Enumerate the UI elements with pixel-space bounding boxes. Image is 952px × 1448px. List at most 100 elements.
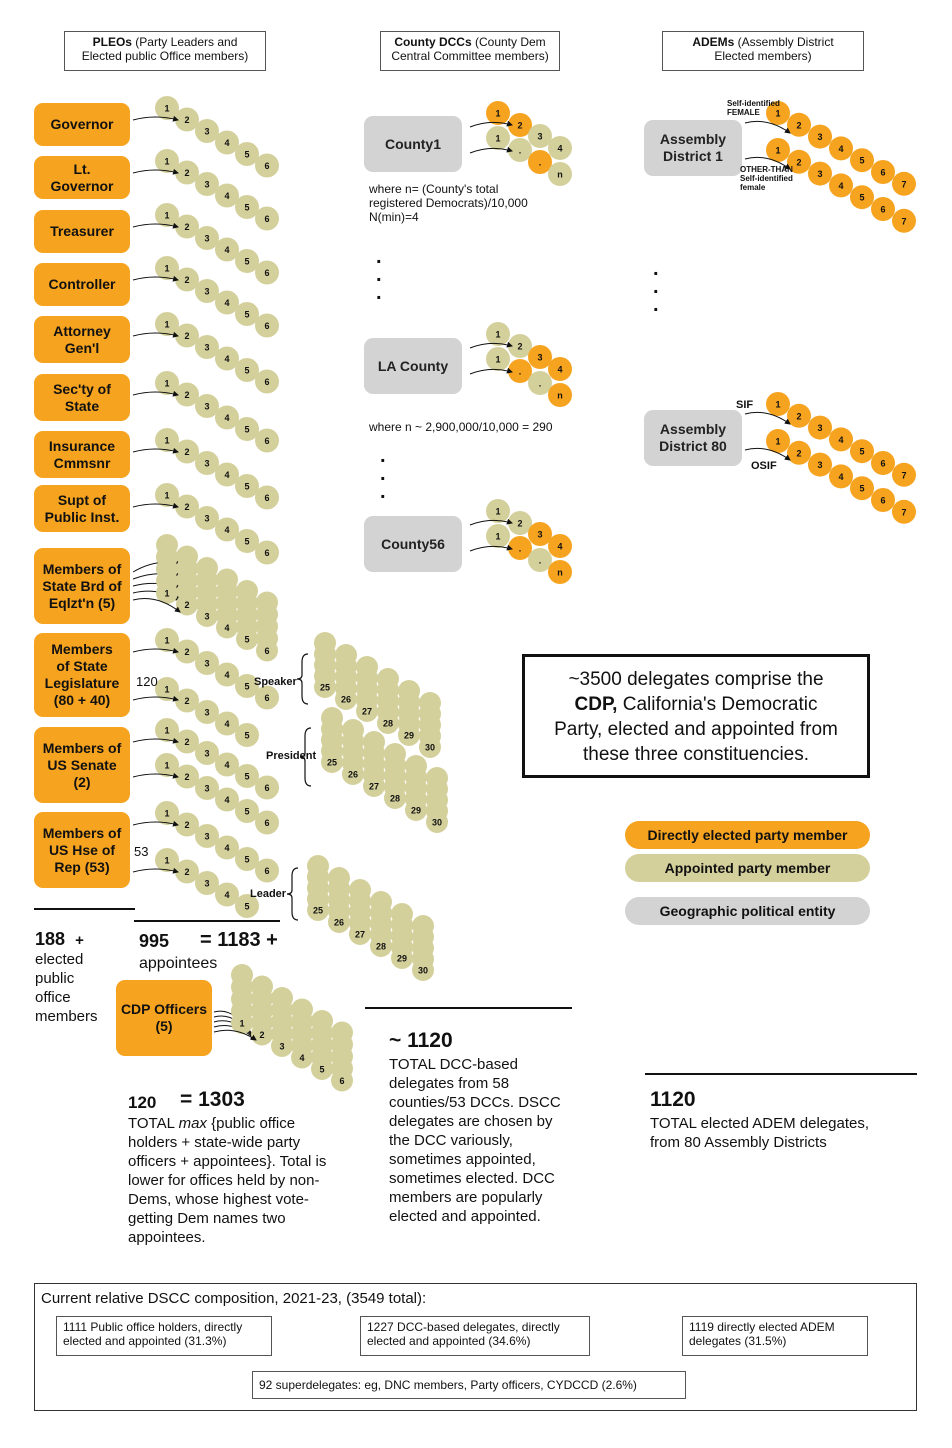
delegate-circle [331, 1069, 353, 1092]
delegate-circle [235, 799, 259, 823]
delegate-number: 4 [224, 138, 229, 148]
delegate-number: 3 [817, 169, 822, 179]
delegate-number: n [557, 391, 563, 401]
delegate-circle [236, 628, 258, 650]
delegate-number: 3 [204, 402, 209, 412]
leader-label: Leader [250, 888, 287, 900]
delegate-number: 3 [817, 132, 822, 142]
delegate-number: 30 [432, 818, 442, 828]
delegate-circle [215, 290, 239, 315]
delegate-circle [155, 483, 179, 507]
delegate-number: 1 [775, 437, 780, 447]
delegate-number: 2 [517, 519, 522, 529]
la-county-note: where n ~ 2,900,000/10,000 = 290 [369, 420, 553, 434]
delegate-circle [235, 764, 259, 788]
elected-total: 188 + [35, 927, 84, 953]
delegate-number: 1 [164, 809, 169, 819]
district-label: Assembly [659, 131, 727, 147]
delegate-number: 6 [339, 1076, 344, 1086]
pleo-header-rest1: (Party Leaders and [131, 35, 238, 49]
delegate-circle [235, 249, 259, 273]
legend-elected: Directly elected party member [625, 821, 870, 849]
office-label: Governor [50, 177, 114, 194]
delegate-number: 3 [204, 514, 209, 524]
delegate-number: . [539, 379, 542, 389]
delegate-number: n [557, 170, 563, 180]
delegate-number: 7 [901, 179, 906, 189]
delegate-number: 29 [411, 806, 421, 816]
delegate-number: 4 [224, 245, 229, 255]
delegate-circle [195, 651, 219, 675]
delegate-number: 1 [164, 726, 169, 736]
subtotal: = 1183 + [200, 929, 278, 951]
link-arrow [469, 341, 513, 349]
delegate-number: 25 [320, 683, 330, 693]
other-label-line: female [740, 183, 766, 192]
group-label: Eqlzt'n (5) [48, 594, 116, 611]
callout-line-rest: California's Democratic [617, 694, 818, 715]
delegate-number: 1 [164, 320, 169, 330]
osif-label: OSIF [751, 460, 777, 472]
delegate-circle [377, 712, 399, 734]
delegate-number: 5 [244, 203, 249, 213]
delegate-circle [235, 894, 259, 918]
delegate-circle [255, 775, 279, 800]
adem-header: ADEMs (Assembly District Elected members… [662, 31, 864, 71]
other-label-line: OTHER-THAN [740, 165, 793, 174]
delegate-circle [195, 700, 219, 724]
link-arrow [132, 737, 179, 744]
delegate-circle [486, 322, 510, 346]
delegate-number: 1 [775, 109, 780, 119]
delegate-circle [508, 536, 532, 560]
delegate-number: 4 [557, 365, 562, 375]
delegate-number: 6 [264, 321, 269, 331]
delegate-number: 3 [817, 460, 822, 470]
delegate-number: 3 [204, 612, 209, 622]
delegate-circle [235, 847, 259, 871]
delegate-circle [155, 718, 179, 742]
female-label-line: Self-identified [727, 99, 780, 108]
delegate-circle [548, 357, 572, 381]
delegate-number: 3 [204, 343, 209, 353]
elected-desc-line: public [35, 970, 75, 987]
delegate-number: 4 [224, 890, 229, 900]
cdp-callout: ~3500 delegates comprise the CDP, Califo… [522, 654, 870, 778]
group-legislature: Members of State Legislature (80 + 40) [34, 633, 130, 717]
delegate-circle [175, 439, 199, 464]
delegate-number: 3 [537, 132, 542, 142]
delegate-circle [808, 161, 832, 186]
county1-entity: County1 [364, 116, 462, 172]
desc-line: the DCC variously, [389, 1132, 513, 1149]
vertical-ellipsis: ... [653, 258, 659, 316]
delegate-number: 6 [264, 693, 269, 703]
group-label: (80 + 40) [53, 692, 111, 708]
delegate-circle [255, 485, 279, 510]
delegate-circle [311, 1058, 333, 1080]
brace [286, 867, 299, 921]
delegate-number: 5 [244, 257, 249, 267]
delegate-number: 2 [517, 342, 522, 352]
assembly-district-1: Assembly District 1 [644, 120, 742, 176]
delegate-number: 6 [264, 377, 269, 387]
speaker-label: Speaker [254, 676, 297, 688]
delegate-circle [195, 172, 219, 196]
group-label: Members of [42, 560, 122, 577]
delegate-number: 1 [495, 134, 500, 144]
delegate-circle [808, 415, 832, 440]
delegate-number: 3 [817, 423, 822, 433]
group-label: of State [56, 658, 108, 674]
dcc-total: ~ 1120 [389, 1029, 453, 1052]
delegate-number: 3 [204, 459, 209, 469]
county1-note-line: N(min)=4 [369, 210, 419, 224]
legend-geo: Geographic political entity [625, 897, 870, 925]
assembly-district-80: Assembly District 80 [644, 410, 742, 466]
link-arrow [132, 168, 179, 175]
link-arrow [132, 447, 179, 454]
delegate-number: . [539, 158, 542, 168]
delegate-circle [892, 462, 916, 487]
delegate-number: 4 [557, 144, 562, 154]
delegate-number: 3 [204, 180, 209, 190]
office-label: Governor [50, 116, 114, 132]
link-arrow [469, 120, 513, 128]
